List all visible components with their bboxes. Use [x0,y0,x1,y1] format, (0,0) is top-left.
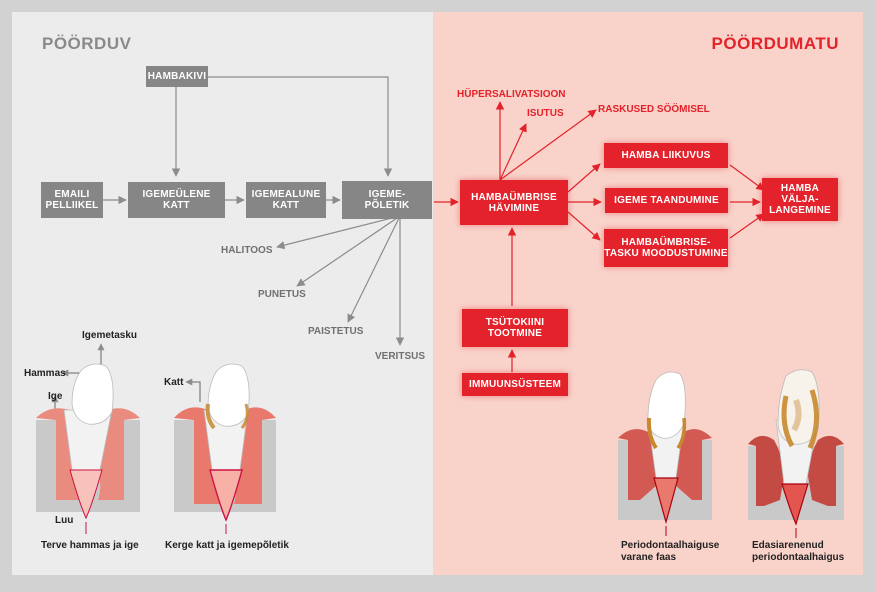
arrow-isutus [499,123,527,181]
caption-early: Periodontaalhaiguse varane faas [621,540,720,563]
arrow-liikuvus-valja [729,164,765,191]
arrow-tasku-valja [729,213,765,239]
arrow-halitoos [276,215,401,250]
label-ige: Ige [48,391,63,402]
node-igemealune-katt: IGEMEALUNE KATT [246,182,326,218]
node-igemepoletik: IGEME- PÕLETIK [342,181,432,219]
node-hamba-liikuvus: HAMBA LIIKUVUS [604,143,728,168]
arrow-havimine-tasku [567,211,601,241]
caption-mild: Kerge katt ja igemepõletik [165,540,289,551]
node-hambaumbrise-havimine: HAMBAÜMBRISE HÄVIMINE [460,180,568,225]
leader-katt [185,378,201,402]
symptom-raskused-soomisel: RASKUSED SÖÖMISEL [598,104,710,115]
node-emaili-pelliikel: EMAILI PELLIIKEL [41,182,103,218]
symptom-veritsus: VERITSUS [375,351,426,362]
arrow-raskused [499,109,597,181]
arrow-punetus [296,215,401,287]
tooth-healthy-illustration [36,363,140,534]
node-igeme-taandumine: IGEME TAANDUMINE [605,188,728,213]
symptom-punetus: PUNETUS [258,289,306,300]
label-hammas: Hammas [24,368,66,379]
tooth-advanced-illustration [748,369,844,538]
tooth-early-illustration [618,371,712,536]
arrow-paistetus [347,215,401,323]
node-hambakivi: HAMBAKIVI [146,66,208,87]
symptom-hupersalivatsioon: HÜPERSALIVATSIOON [457,89,566,100]
label-katt: Katt [164,377,184,388]
label-luu: Luu [55,515,74,526]
caption-advanced: Edasiarenenud periodontaalhaigus [752,540,845,563]
reversible-title: PÖÖRDUV [42,34,132,53]
node-immuunsusteem: IMMUUNSÜSTEEM [462,373,568,396]
symptom-isutus: ISUTUS [527,108,564,119]
symptom-halitoos: HALITOOS [221,245,273,256]
node-tsutokiini-tootmine: TSÜTOKIINI TOOTMINE [462,309,568,347]
caption-healthy: Terve hammas ja ige [41,540,139,551]
symptom-paistetus: PAISTETUS [308,326,364,337]
node-igemeulene-katt: IGEMEÜLENE KATT [128,182,225,218]
label-igemetasku: Igemetasku [82,330,138,341]
node-hamba-valjalangemine: HAMBA VÄLJA- LANGEMINE [762,178,838,221]
tooth-mild-illustration [174,363,276,534]
arrow-havimine-liikuvus [567,163,601,193]
node-taskute-moodustumine: HAMBAÜMBRISE- TASKU MOODUSTUMINE [604,229,728,267]
arrow-hambakivi-poletik [208,76,393,177]
irreversible-title: PÖÖRDUMATU [711,34,839,53]
